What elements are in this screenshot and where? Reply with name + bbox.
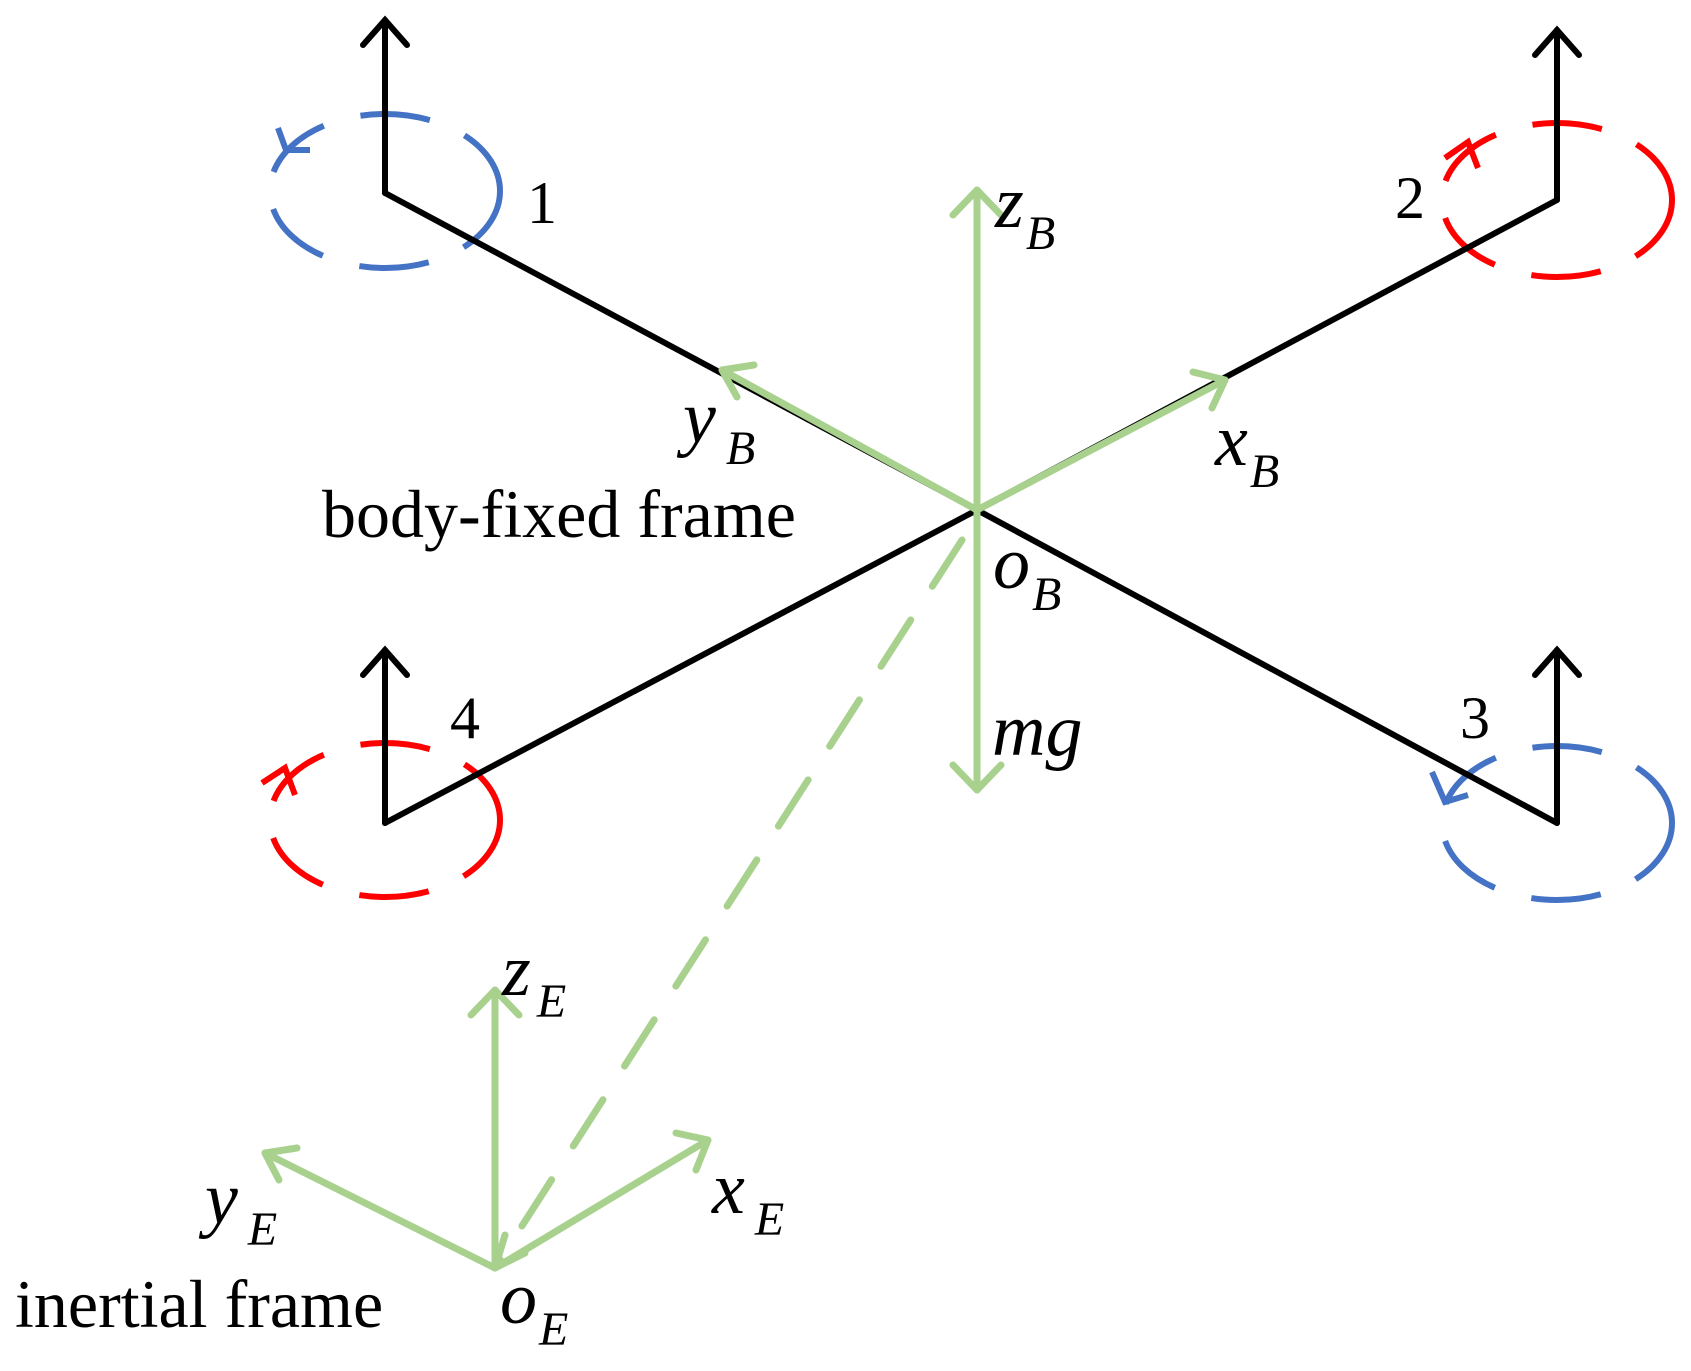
rotor-3-arrowhead	[1429, 770, 1469, 806]
oe-label: oE	[500, 1258, 568, 1356]
rotor-2-label: 2	[1395, 165, 1425, 231]
quadrotor-frame	[360, 15, 1582, 826]
rotor-4-label: 4	[450, 685, 480, 751]
ye-axis	[261, 1149, 499, 1272]
thrust-3-arrowhead	[1532, 645, 1582, 678]
zb-label: zB	[994, 162, 1055, 260]
xe-arrowhead	[672, 1129, 712, 1174]
xb-label: xB	[1214, 400, 1279, 498]
rotor-2-arrowhead	[1443, 137, 1481, 170]
thrust-1-arrowhead	[360, 15, 410, 48]
ob-label: oB	[993, 523, 1061, 621]
inertial-frame-caption: inertial frame	[15, 1266, 383, 1342]
rotor-3-label: 3	[1460, 685, 1490, 751]
xb-axis	[973, 376, 1229, 514]
body-frame-caption: body-fixed frame	[322, 476, 796, 552]
xb-arrowhead	[1189, 368, 1229, 412]
ye-arrowhead	[261, 1144, 301, 1184]
yb-axis	[718, 366, 981, 514]
zb-arrowhead	[949, 186, 1005, 219]
rotor-4	[260, 740, 503, 900]
rotor-1-label: 1	[527, 170, 557, 236]
rotor-4-arrowhead	[260, 763, 298, 797]
xe-axis	[491, 1136, 712, 1272]
rotor-1-arrowhead	[275, 126, 310, 153]
arm-3	[974, 507, 1560, 826]
body-frame-axes	[718, 186, 1229, 794]
thrust-4-arrowhead	[360, 645, 410, 678]
ze-arrowhead	[467, 986, 523, 1019]
position-vector-line	[491, 536, 966, 1272]
thrust-2-arrowhead	[1532, 25, 1582, 58]
yb-arrowhead	[718, 361, 758, 401]
gravity-label: mg	[992, 690, 1082, 772]
arm-4	[382, 507, 980, 826]
gravity-arrowhead	[949, 761, 1005, 794]
inertial-frame-axes	[261, 986, 712, 1272]
